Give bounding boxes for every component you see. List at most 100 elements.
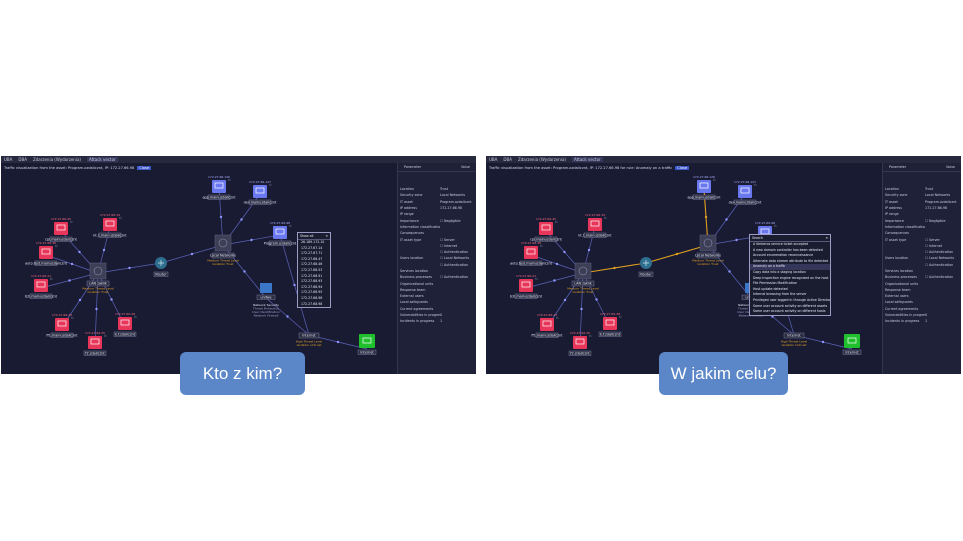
popup-list-item[interactable]: File Permission Modification <box>753 281 797 286</box>
popup-list-item[interactable]: 172.27.67.71 <box>301 251 323 256</box>
popup-list-item[interactable]: Copy data into a staging location <box>753 269 806 274</box>
internet-host-label: Internet <box>360 350 374 354</box>
tab-events[interactable]: Zdarzenia (Wydarzenia) <box>32 157 81 162</box>
router-node[interactable]: Router <box>153 257 169 277</box>
popup-list-item[interactable]: Alternate data stream attribute to file … <box>753 258 829 263</box>
popup-list-item[interactable]: A Kerberos service ticket accepted <box>753 242 809 246</box>
host-node-red7[interactable]: 172.27.66.28k.f.zdalicznt⚇ <box>598 312 622 337</box>
popup-list-item[interactable]: Same user account activity on different … <box>753 303 828 308</box>
internet-host-label: Internet <box>845 350 859 354</box>
popup-list-item[interactable]: 26.189.172.10 <box>301 240 325 244</box>
popup-list-item[interactable]: Internal browsing from the server <box>753 292 807 297</box>
sidebar-row: Business processes☐ Authentication <box>883 274 961 280</box>
internet-host-node[interactable]: Internet <box>842 334 862 355</box>
sidebar-row: External users <box>398 293 476 299</box>
user-icon: ⚇ <box>228 178 231 182</box>
internet-host-node[interactable]: Internet <box>357 334 377 355</box>
popup-list-item[interactable]: A new domain controller has been detecte… <box>753 247 823 252</box>
monitor-icon <box>575 338 585 345</box>
host-label: b2l.mainuzdalicznt <box>510 294 543 298</box>
popup-list-item[interactable]: Host update detected <box>753 286 788 291</box>
host-label: ff1.mainuzdalicznt <box>46 333 78 337</box>
close-icon[interactable]: ✕ <box>325 234 328 238</box>
edge-arrow-icon <box>735 238 738 242</box>
sidebar-row: ☐ Internet <box>398 243 476 249</box>
host-ip: 172.27.66.45 <box>51 217 71 221</box>
router-label: Router <box>640 272 652 276</box>
row-key: Location <box>885 187 899 192</box>
host-node-red7[interactable]: 172.27.66.28k.f.zdalicznt⚇ <box>113 312 137 337</box>
tab-attack-vector[interactable]: Attack vector <box>571 157 603 162</box>
tab-dba[interactable]: DBA <box>18 157 27 162</box>
popup-list-item[interactable]: Account enumeration reconnaissance <box>753 253 814 258</box>
close-icon[interactable]: ✕ <box>825 236 828 240</box>
monitor-icon <box>105 220 115 227</box>
tab-events[interactable]: Zdarzenia (Wydarzenia) <box>517 157 566 162</box>
row-key: Consequences <box>400 231 425 236</box>
edge-arrow-icon <box>68 279 71 282</box>
host-label: Program.ozdalicznt <box>264 241 297 245</box>
popup-list-item[interactable]: Privileged user logged in through Active… <box>753 297 830 302</box>
popup-list-item[interactable]: 172.27.67.14 <box>301 245 323 250</box>
monitor-icon <box>740 187 750 194</box>
popup-list-item[interactable]: 172.27.68.47 <box>301 256 323 261</box>
ip-popup-header[interactable]: Show all ✕ <box>298 234 330 240</box>
close-button[interactable]: Close <box>137 165 152 170</box>
popup-list-item[interactable]: 172.27.68.94 <box>301 284 323 289</box>
tab-uba[interactable]: UBA <box>489 157 498 162</box>
internet-isolation: Isolation Untrust <box>782 343 808 347</box>
popup-list-item[interactable]: 172.27.68.46 <box>301 262 323 267</box>
host-ip: 172.27.66.34 <box>100 213 120 217</box>
popup-list-item[interactable]: 172.27.68.95 <box>301 290 323 295</box>
edge-arrow-icon <box>587 248 591 252</box>
rule-search-input[interactable]: Search ✕ <box>750 236 830 242</box>
row-value: ☐ Authentication <box>440 262 469 267</box>
popup-list-item[interactable]: Same user account activity on different … <box>753 309 826 314</box>
popup-list-item[interactable]: 172.27.68.91 <box>301 273 323 278</box>
popup-list-item[interactable]: 172.27.68.53 <box>301 267 323 272</box>
popup-list-item[interactable]: 172.27.68.96 <box>301 295 323 300</box>
user-icon: ⚇ <box>604 216 607 220</box>
host-ip: 172.27.66.126 <box>693 175 715 179</box>
row-value: 1 <box>440 319 443 324</box>
popup-list-item[interactable]: Anomaly on a traffic <box>750 264 830 270</box>
value-column-header: Value <box>945 165 955 169</box>
host-ip: 172.27.66.23 <box>537 313 557 317</box>
close-button[interactable]: Close <box>675 165 690 170</box>
tab-uba[interactable]: UBA <box>4 157 13 162</box>
router-node[interactable]: Router <box>638 257 654 277</box>
row-value: ☐ Negligible <box>440 218 461 223</box>
tab-dba[interactable]: DBA <box>503 157 512 162</box>
popup-list-item[interactable]: 172.27.68.93 <box>301 279 323 284</box>
popup-list-item[interactable]: 172.27.68.98 <box>301 301 323 306</box>
tab-attack-vector[interactable]: Attack vector <box>86 157 118 162</box>
popup-list-item[interactable]: Deep Inspection engine recognized on the… <box>753 275 829 280</box>
